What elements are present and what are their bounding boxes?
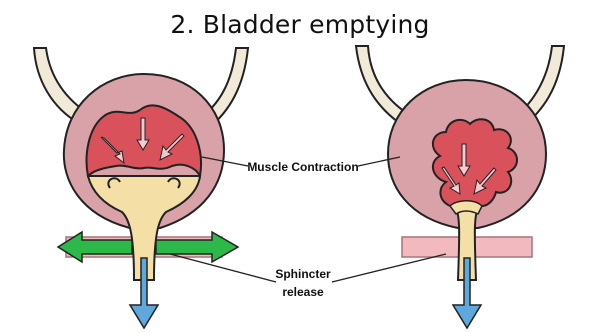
right-flow-arrow — [453, 258, 481, 328]
muscle-contraction-label: Muscle Contraction — [247, 160, 358, 174]
right-ureter-left — [356, 46, 408, 122]
sphincter-callout-right-line — [332, 254, 446, 282]
sphincter-label-line1: Sphincter — [275, 267, 331, 281]
right-bladder — [356, 46, 564, 328]
sphincter-callout-left-line — [170, 254, 276, 282]
sphincter-label-line2: release — [282, 285, 324, 299]
left-bladder — [34, 48, 248, 328]
